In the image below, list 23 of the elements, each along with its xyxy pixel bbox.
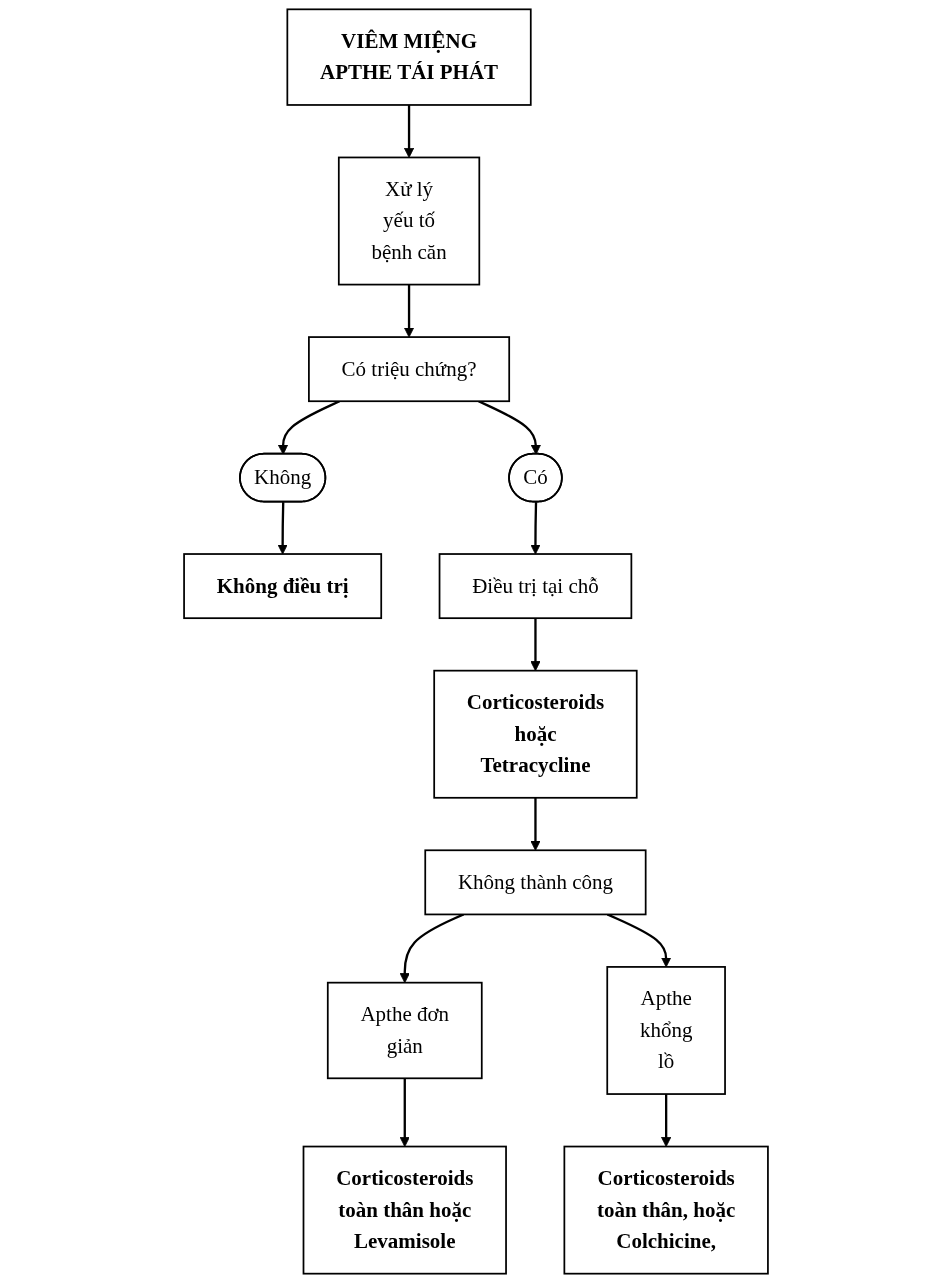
arrow: [530, 502, 541, 555]
node-box: Corticosteroids toàn thân hoặc Levamisole: [302, 1145, 507, 1275]
arrow: [478, 400, 541, 455]
node-box: Corticosteroids hoặc Tetracycline: [433, 669, 638, 799]
arrow: [277, 400, 340, 455]
node-box: Điều trị tại chỗ: [438, 553, 633, 620]
arrow: [530, 797, 541, 851]
node-box: Xử lý yếu tố bệnh căn: [337, 156, 481, 286]
arrow: [403, 104, 415, 158]
node-box: Có triệu chứng?: [308, 336, 511, 403]
node-box: Không điều trị: [183, 553, 383, 620]
arrow: [530, 618, 541, 672]
node-box: Không thành công: [424, 849, 647, 916]
arrow: [606, 913, 672, 968]
node-box: VIÊM MIỆNG APTHE TÁI PHÁT: [286, 8, 532, 106]
node-box: Corticosteroids toàn thân, hoặc Colchicine,: [563, 1145, 769, 1275]
arrow: [399, 1078, 410, 1147]
node-box: Apthe khổng lồ: [606, 966, 726, 1095]
arrow: [277, 502, 288, 555]
node-box: Apthe đơn giản: [326, 981, 483, 1080]
arrow: [399, 913, 465, 984]
arrow: [661, 1094, 672, 1147]
arrow: [403, 284, 415, 338]
